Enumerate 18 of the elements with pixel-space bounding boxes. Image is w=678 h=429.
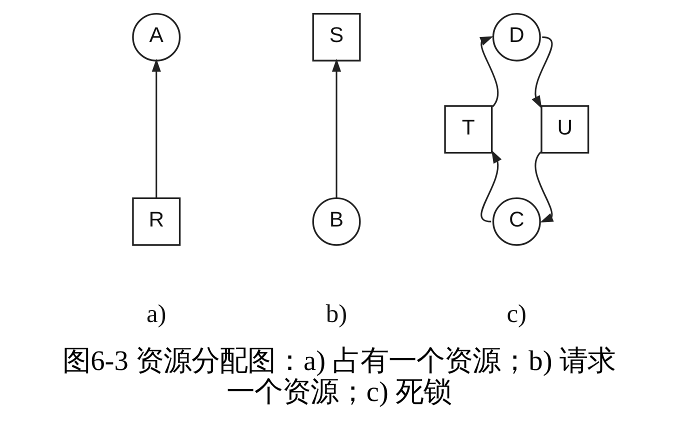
caption: 图6-3 资源分配图：a) 占有一个资源；b) 请求一个资源；c) 死锁 — [62, 346, 616, 408]
node-circle: D — [492, 12, 541, 62]
label: c) — [506, 299, 527, 328]
node-box: U — [540, 105, 590, 154]
arrow — [532, 36, 553, 109]
label: b) — [326, 299, 348, 328]
arrow — [480, 150, 502, 222]
arrow — [479, 36, 499, 108]
node-box: S — [312, 12, 361, 62]
node-box: R — [132, 197, 181, 246]
arrow — [534, 152, 554, 222]
node-box: T — [444, 105, 493, 154]
node-circle: B — [312, 197, 361, 246]
node-circle: A — [132, 12, 181, 62]
arrow — [332, 58, 342, 198]
label: a) — [146, 299, 166, 328]
node-circle: C — [492, 197, 541, 246]
arrow — [152, 58, 161, 198]
